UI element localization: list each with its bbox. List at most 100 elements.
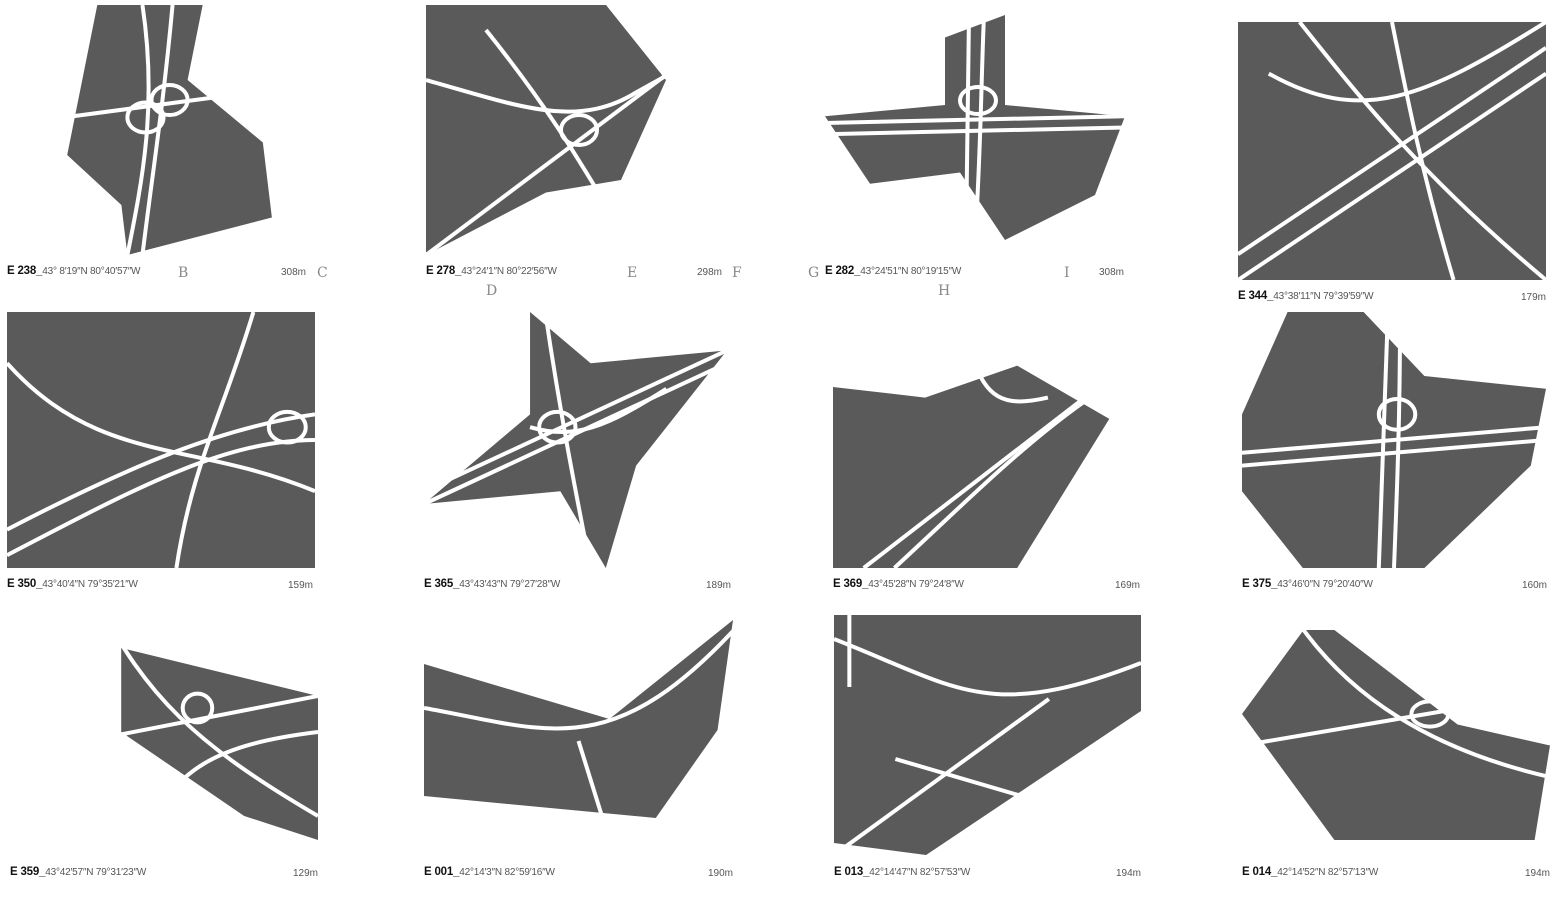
interchange-aerial-map [424,312,727,568]
terrain [7,312,315,568]
map-caption: E 282_43°24′51″N 80°19′15″W [825,265,961,278]
road [545,312,590,568]
coordinates: 43°46′0″N 79°20′40″W [1277,579,1373,590]
road [183,694,213,723]
map-caption: E 001_42°14′3″N 82°59′16″W [424,866,555,879]
interchange-code: E 278_ [426,265,462,277]
map-caption: E 013_42°14′47″N 82°57′53″W [834,866,970,879]
stray-letter: F [732,265,742,281]
interchange-code: E 369_ [833,578,869,590]
road [1379,399,1415,430]
scale-label: 129m [292,868,318,879]
road [146,732,318,840]
road [1238,74,1546,280]
road [894,366,1140,568]
road [579,741,610,840]
road [960,87,996,114]
interchange-code: E 344_ [1238,290,1274,302]
road [7,363,315,491]
coordinates: 43°38′11″N 79°39′59″W [1273,291,1374,302]
map-caption: E 278_43°24′1″N 80°22′56″W [426,265,557,278]
interchange-code: E 359_ [10,866,46,878]
road [269,412,306,443]
terrain [424,312,727,568]
interchange-aerial-map [1242,630,1550,840]
stray-letter: H [938,283,951,299]
road [1379,312,1388,568]
interchange-aerial-map [834,615,1141,855]
interchange-aerial-map [7,312,315,568]
map-caption: E 350_43°40′4″N 79°35′21″W [7,578,138,591]
coordinates: 43°40′4″N 79°35′21″W [42,579,138,590]
road [1411,701,1448,726]
road [1304,630,1550,777]
road [1242,440,1546,466]
road [97,600,318,816]
terrain [67,5,272,255]
interchange-code: E 365_ [424,578,460,590]
map-caption: E 369_43°45′28″N 79°24′8″W [833,578,964,591]
road [1394,312,1400,568]
road [895,759,1141,831]
coordinates: 43°45′28″N 79°24′8″W [868,579,964,590]
road [966,15,969,240]
map-caption: E 365_43°43′43″N 79°27′28″W [424,578,560,591]
road [834,699,1049,855]
scale-label: 194m [1115,868,1141,879]
coordinates: 43°43′43″N 79°27′28″W [459,579,561,590]
road [426,30,726,255]
road [1242,427,1546,453]
map-caption: E 014_42°14′52″N 82°57′13″W [1242,866,1378,879]
interchange-aerial-map [833,355,1140,568]
scale-label: 189m [705,580,731,591]
road [424,631,733,729]
scale-label: 308m [1098,267,1124,278]
interchange-aerial-map [426,5,726,255]
road [142,5,172,255]
terrain [121,648,318,840]
road [1300,22,1546,280]
terrain [426,5,666,255]
terrain [834,615,1141,855]
stray-letter: B [178,265,189,281]
coordinates: 43°24′51″N 80°19′15″W [860,266,962,277]
road [151,85,187,115]
interchange-code: E 014_ [1242,866,1278,878]
coordinates: 42°14′47″N 82°57′53″W [869,867,971,878]
stray-letter: I [1064,265,1070,281]
interchange-code: E 001_ [424,866,460,878]
interchange-code: E 375_ [1242,578,1278,590]
terrain [424,620,733,818]
road [426,43,726,112]
road [486,30,606,205]
interchange-code: E 013_ [834,866,870,878]
scale-label: 160m [1521,580,1547,591]
road [127,5,148,255]
interchange-aerial-map [825,15,1125,240]
interchange-code: E 282_ [825,265,861,277]
road [1238,48,1546,254]
road [1242,693,1550,746]
scale-label: 190m [707,868,733,879]
road [561,115,597,145]
map-caption: E 238_43° 8′19″N 80°40′57″W [7,265,140,278]
stray-letter: C [317,265,328,281]
road [825,128,1125,135]
terrain [833,365,1110,568]
road [834,639,1141,694]
road [1392,22,1454,280]
road [971,355,1048,401]
scale-label: 179m [1520,292,1546,303]
terrain [825,15,1125,240]
interchange-aerial-map [72,600,318,840]
road [864,355,1140,568]
interchange-code: E 350_ [7,578,43,590]
interchange-aerial-map [1238,22,1546,280]
scale-label: 169m [1114,580,1140,591]
scale-label: 194m [1524,868,1550,879]
scale-label: 159m [287,580,313,591]
interchange-code: E 238_ [7,265,43,277]
road [72,696,318,744]
interchange-aerial-map [1242,312,1546,568]
stray-letter: G [808,265,820,281]
